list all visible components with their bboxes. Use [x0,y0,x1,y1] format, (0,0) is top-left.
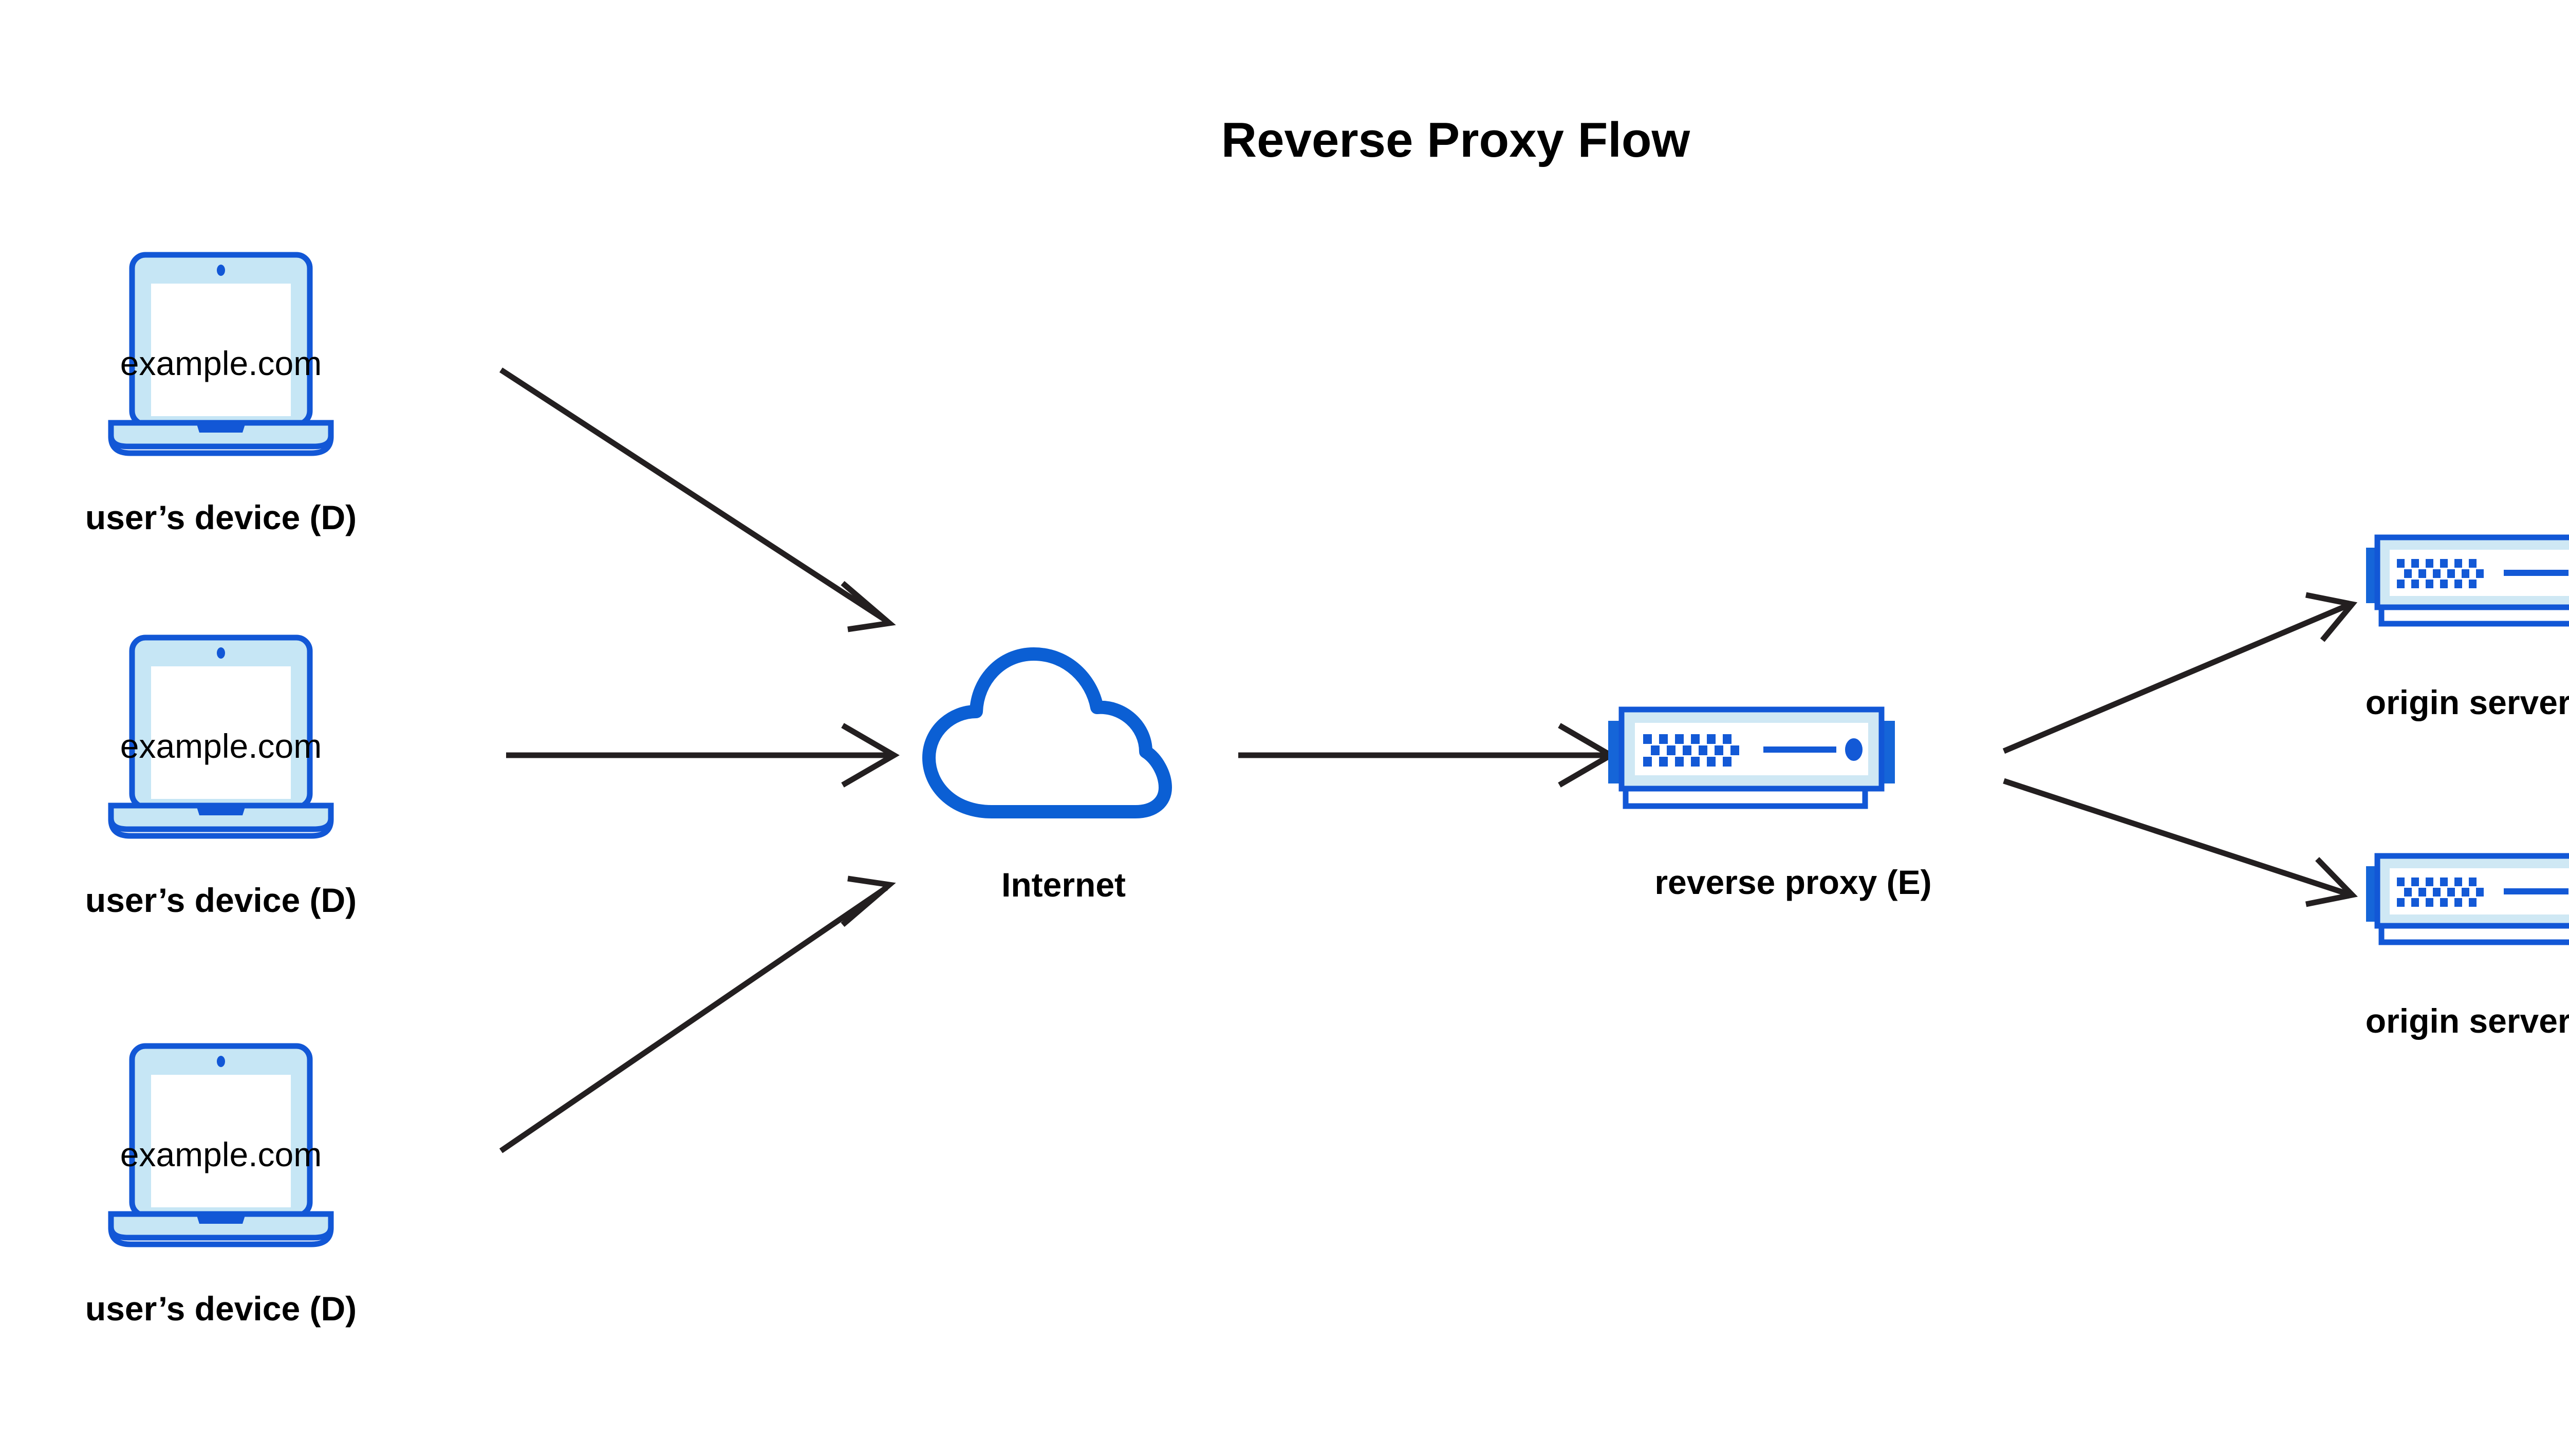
client-device-top[interactable]: example.com user’s device (D) [85,255,357,536]
internet-cloud-node[interactable]: Internet [929,654,1165,904]
client-device-bottom[interactable]: example.com user’s device (D) [85,1046,357,1328]
edge-client-bottom-to-internet [499,875,896,1153]
edge-proxy-to-origin-bottom [2003,778,2358,907]
client-device-middle[interactable]: example.com user’s device (D) [85,638,357,919]
client-device-label: user’s device (D) [85,881,357,919]
edge-internet-to-proxy [1238,723,1616,788]
edge-client-top-to-internet [499,367,896,632]
origin-server-label: origin server (F) [2366,683,2569,721]
origin-server-label: origin server (F) [2366,1002,2569,1040]
cloud-icon [929,654,1165,812]
edge-proxy-to-origin-top [2002,592,2358,754]
reverse-proxy-node[interactable]: reverse proxy (E) [1608,710,1932,901]
server-icon [2366,856,2569,942]
edge-client-middle-to-internet [506,723,900,788]
server-icon [2366,537,2569,624]
client-screen-text: example.com [120,344,322,382]
origin-server-bottom-node[interactable]: origin server (F) [2366,856,2569,1040]
client-screen-text: example.com [120,727,322,765]
client-device-label: user’s device (D) [85,1290,357,1328]
page-title: Reverse Proxy Flow [1221,113,1690,167]
origin-server-top-node[interactable]: origin server (F) [2366,537,2569,721]
client-screen-text: example.com [120,1135,322,1173]
client-device-label: user’s device (D) [85,498,357,536]
server-icon [1608,710,1895,806]
reverse-proxy-label: reverse proxy (E) [1654,863,1931,901]
internet-label: Internet [1001,866,1126,904]
